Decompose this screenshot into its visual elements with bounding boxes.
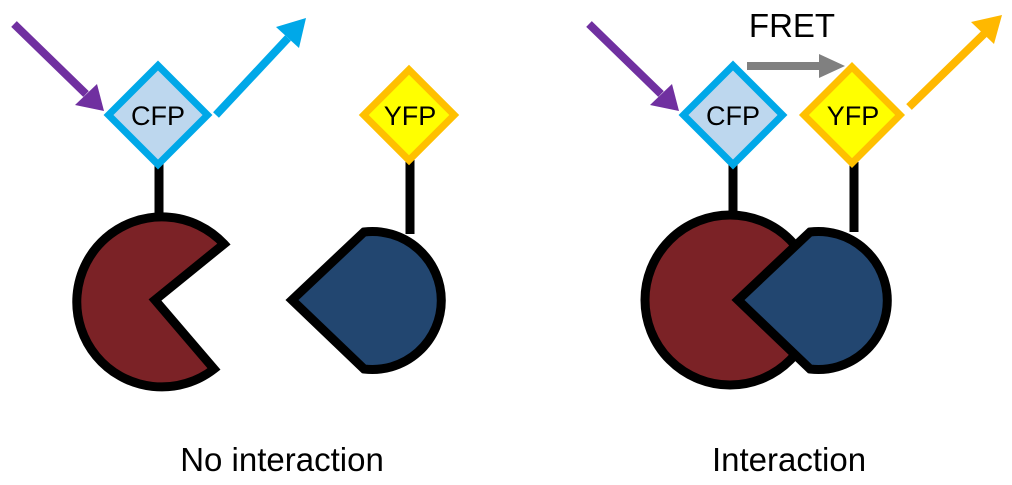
- protein-a-left: [72, 212, 231, 392]
- cfp-emission-arrow: [213, 18, 306, 118]
- cfp-tag-left: CFP: [103, 60, 213, 170]
- cfp-label: CFP: [706, 101, 760, 131]
- yfp-label: YFP: [827, 101, 880, 131]
- panel-interaction: FRET CFP YFP Interaction: [586, 7, 1002, 478]
- fret-arrow: FRET: [747, 7, 845, 78]
- yfp-tag-right: YFP: [798, 61, 906, 169]
- cfp-label: CFP: [131, 101, 185, 131]
- protein-b-left: [285, 227, 446, 374]
- cfp-tag-right: CFP: [678, 60, 788, 170]
- caption-interaction: Interaction: [712, 441, 866, 478]
- yfp-emission-arrow: [906, 15, 1002, 110]
- yfp-tag-left: YFP: [358, 64, 460, 166]
- excitation-arrow-right: [586, 21, 679, 111]
- fret-label: FRET: [749, 7, 835, 44]
- protein-b-right: [731, 227, 892, 374]
- panel-no-interaction: CFP YFP No interaction: [11, 18, 460, 478]
- caption-no-interaction: No interaction: [180, 441, 384, 478]
- yfp-label: YFP: [384, 101, 437, 131]
- excitation-arrow-left: [11, 21, 104, 111]
